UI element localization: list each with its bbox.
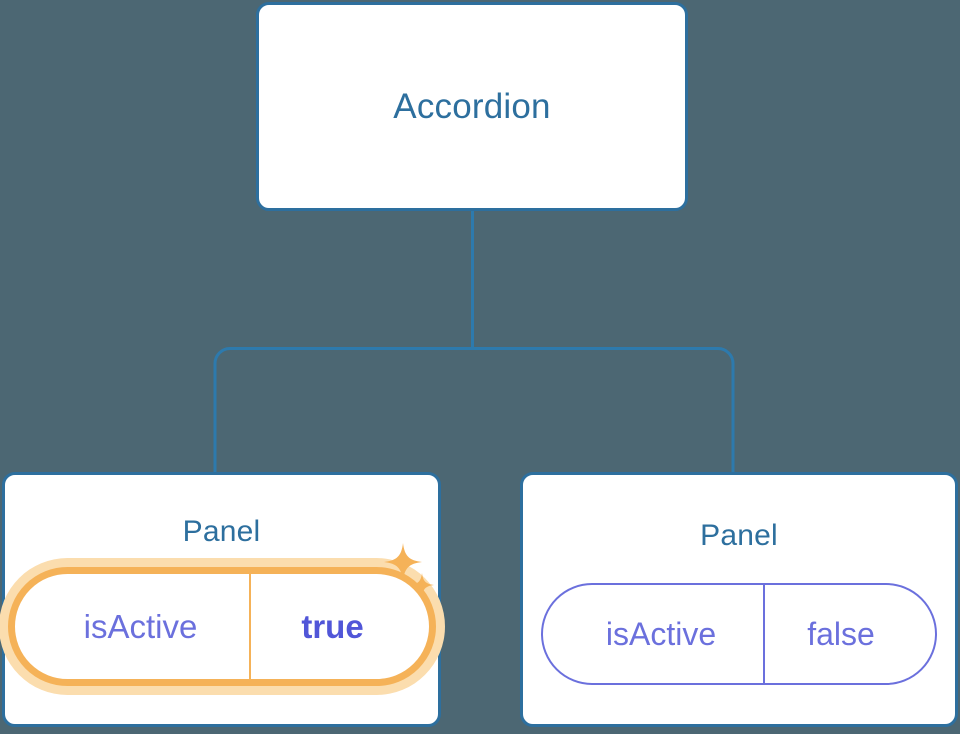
prop-value-false: false xyxy=(763,585,935,683)
prop-key-isactive: isActive xyxy=(83,607,198,645)
node-panel-active[interactable]: Panel isActive true xyxy=(2,472,441,727)
prop-pill-isactive-false[interactable]: isActive false xyxy=(541,583,937,685)
node-accordion[interactable]: Accordion xyxy=(256,2,688,211)
connector-branch-right xyxy=(472,347,735,472)
node-accordion-title: Accordion xyxy=(393,86,551,126)
prop-value-true: true xyxy=(248,574,429,679)
prop-pill-isactive-true-wrap: isActive true xyxy=(7,567,436,686)
prop-key-isactive: isActive xyxy=(605,615,717,652)
node-panel-inactive-title: Panel xyxy=(700,519,778,552)
connector-branch-left xyxy=(213,347,473,472)
prop-pill-isactive-true[interactable]: isActive true xyxy=(7,567,436,686)
node-panel-inactive[interactable]: Panel isActive false xyxy=(520,472,958,727)
node-panel-active-title: Panel xyxy=(182,515,261,548)
prop-pill-isactive-false-wrap: isActive false xyxy=(541,583,937,685)
